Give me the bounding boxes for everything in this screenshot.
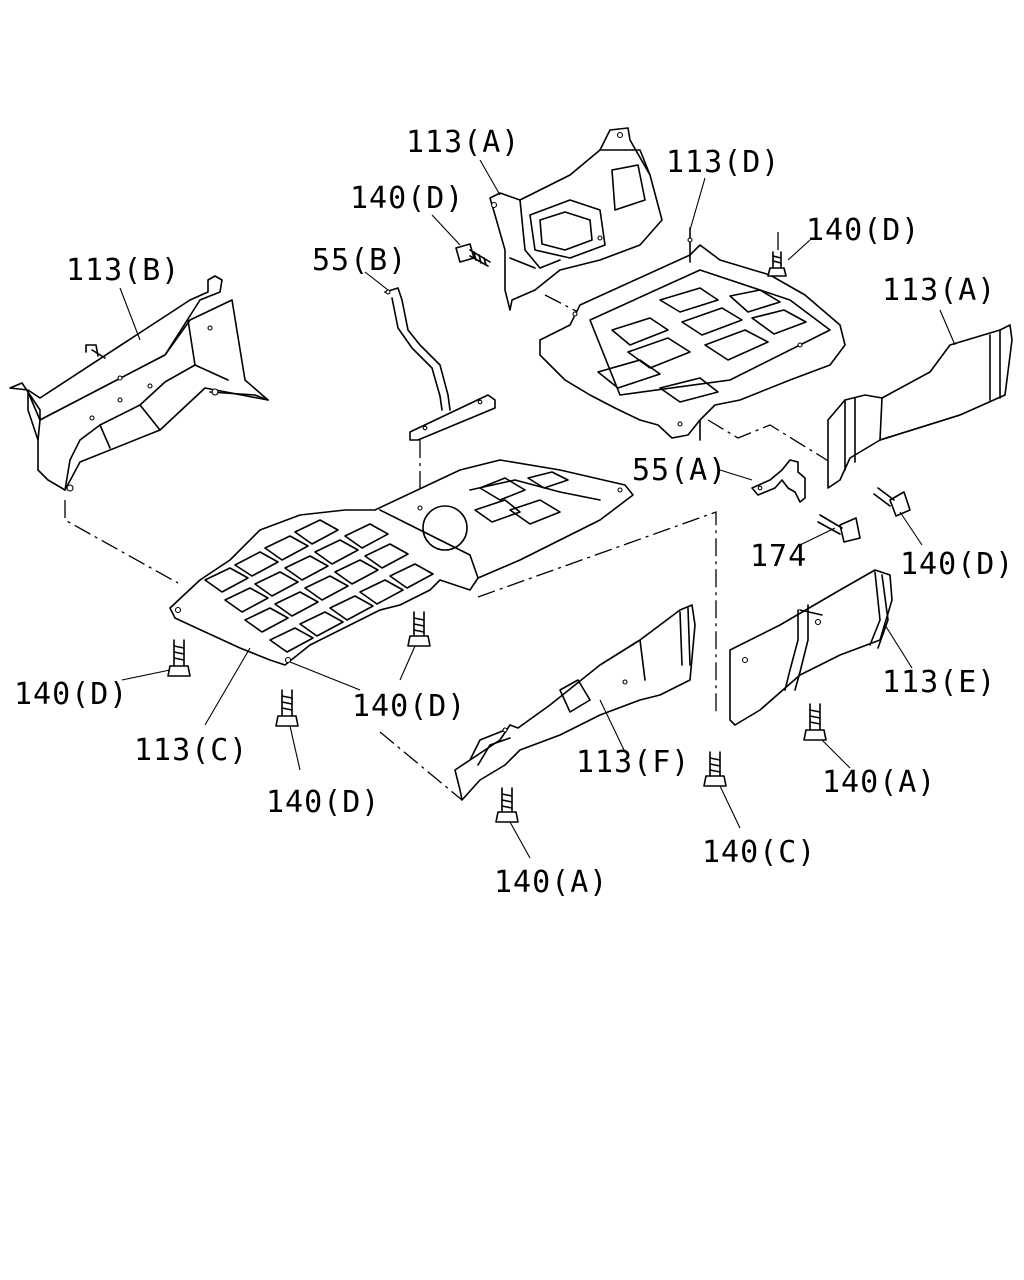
label-140a-right: 140(A): [822, 765, 936, 800]
bolt-140d-center: [407, 611, 431, 647]
label-55b: 55(B): [312, 243, 407, 278]
label-113f: 113(F): [576, 745, 690, 780]
label-113e: 113(E): [882, 665, 996, 700]
bolt-140c: [703, 751, 727, 787]
part-55b-bracket: [384, 287, 496, 441]
alignment-lines: [64, 232, 831, 801]
label-113c: 113(C): [134, 733, 248, 768]
part-113d-floor-panel: [539, 227, 846, 441]
leader-lines: [119, 159, 956, 859]
part-113a-upper-shield: [489, 127, 663, 311]
bolt-140a-left: [495, 787, 519, 823]
label-113d: 113(D): [666, 145, 780, 180]
label-113a-right: 113(A): [882, 273, 996, 308]
part-113e-shield: [729, 569, 893, 726]
label-113b: 113(B): [66, 253, 180, 288]
part-113a-side-rail: [827, 324, 1013, 489]
bolt-140d-upper-right: [767, 251, 787, 277]
label-55a: 55(A): [632, 453, 727, 488]
bolt-140d-lower: [275, 689, 299, 727]
bolt-140d-left: [167, 639, 191, 677]
label-140d-left: 140(D): [14, 677, 128, 712]
bolt-140d-right: [873, 487, 911, 517]
part-labels: 113(A) 113(D) 140(D) 140(D) 55(B) 113(B)…: [14, 125, 1014, 900]
part-113b-bracket: [9, 275, 269, 492]
label-140a-left: 140(A): [494, 865, 608, 900]
label-140d-lower: 140(D): [266, 785, 380, 820]
bolt-140a-right: [803, 703, 827, 741]
label-113a-top: 113(A): [406, 125, 520, 160]
bolt-174: [817, 514, 861, 543]
label-174: 174: [750, 539, 807, 574]
label-140d-center: 140(D): [352, 689, 466, 724]
part-113c-skid-plate: [169, 459, 634, 666]
part-113f-rail: [454, 604, 696, 801]
bolt-140d-upper-left: [455, 243, 491, 267]
label-140d-right: 140(D): [900, 547, 1014, 582]
part-55a-bracket: [751, 459, 806, 503]
label-140d-upper-right: 140(D): [806, 213, 920, 248]
label-140c: 140(C): [702, 835, 816, 870]
skid-plate-ribs: [204, 519, 434, 653]
label-140d-upper-left: 140(D): [350, 181, 464, 216]
